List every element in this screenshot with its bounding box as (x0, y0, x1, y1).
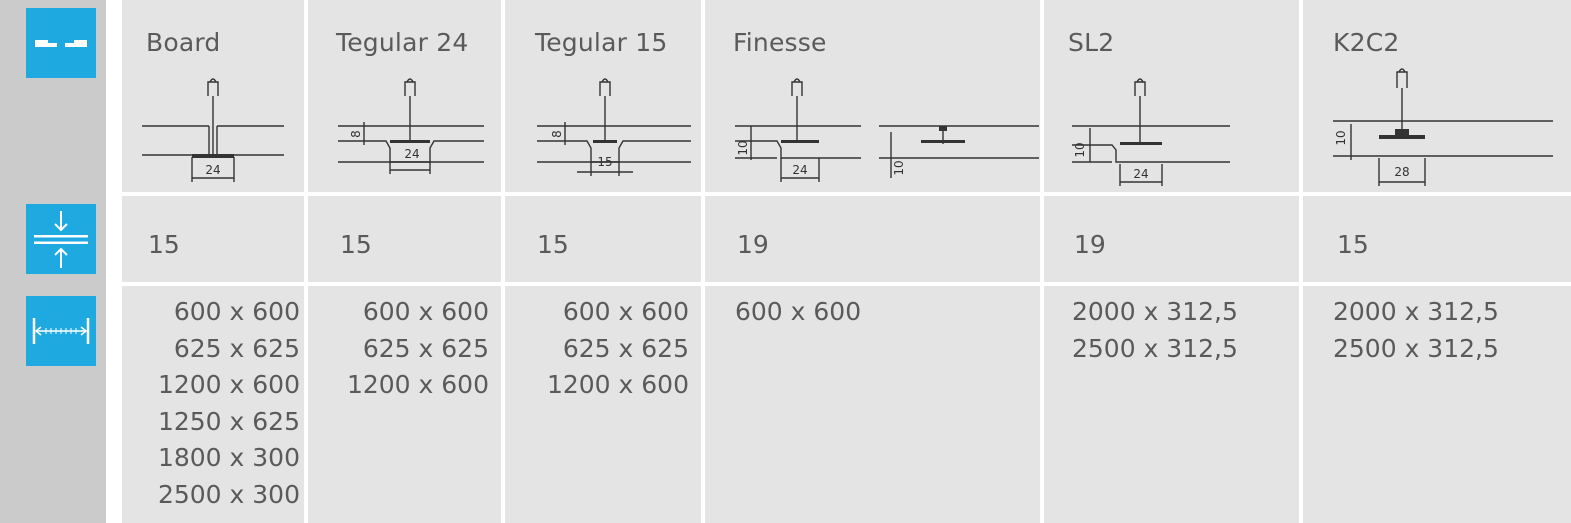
dimension-label: 24 (205, 163, 220, 177)
header-cell-sl2: SL2 24 10 (1044, 0, 1299, 192)
size-item: 600 x 600 (735, 297, 862, 326)
column-title: K2C2 (1333, 28, 1400, 57)
header-cell-finesse: Finesse 24 10 (705, 0, 1040, 192)
sl2-edge-diagram: 24 10 (1072, 78, 1230, 186)
size-item: 2000 x 312,5 (1072, 297, 1238, 326)
dimension-label: 8 (349, 130, 363, 138)
thickness-cell: 15 (505, 196, 701, 282)
edge-profile-icon (26, 8, 96, 78)
header-cell-tegular-15: Tegular 15 15 8 (505, 0, 701, 192)
k2c2-edge-diagram: 28 10 (1333, 68, 1553, 186)
thickness-value: 19 (1074, 230, 1106, 259)
thickness-value: 15 (537, 230, 569, 259)
icon-column (0, 0, 106, 523)
sizes-list: 2000 x 312,5 2500 x 312,5 (1333, 294, 1499, 367)
dimension-label: 10 (892, 160, 906, 175)
dimension-label: 10 (1334, 130, 1348, 145)
sizes-cell-k2c2: 2000 x 312,5 2500 x 312,5 (1303, 286, 1571, 523)
thickness-value: 15 (148, 230, 180, 259)
sizes-list: 2000 x 312,5 2500 x 312,5 (1072, 294, 1238, 367)
sizes-list: 600 x 600 (735, 294, 861, 331)
dimension-label: 24 (1133, 167, 1148, 181)
size-item: 1250 x 625 (157, 406, 300, 436)
thickness-cell: 15 (1303, 196, 1571, 282)
size-item: 2500 x 312,5 (1333, 333, 1499, 363)
board-edge-diagram: 24 (142, 78, 284, 182)
dimension-label: 24 (792, 163, 807, 177)
tegular-15-edge-diagram: 15 8 (537, 78, 691, 176)
dimension-label: 10 (1073, 142, 1087, 157)
size-item: 625 x 625 (173, 333, 300, 363)
size-item: 625 x 625 (562, 333, 689, 363)
dimension-label: 24 (404, 147, 419, 161)
sizes-cell-tegular-15: 600 x 600 625 x 625 1200 x 600 (505, 286, 701, 523)
size-item: 1200 x 600 (157, 370, 300, 400)
sizes-list: 600 x 600 625 x 625 1200 x 600 (347, 294, 489, 404)
size-item: 1800 x 300 (157, 443, 300, 473)
column-title: Tegular 15 (535, 28, 668, 57)
size-item: 1200 x 600 (346, 370, 489, 400)
dimension-label: 15 (597, 155, 612, 169)
sizes-list: 600 x 600 625 x 625 1200 x 600 1250 x 62… (158, 294, 300, 514)
column-title: SL2 (1068, 28, 1115, 57)
thickness-icon (26, 204, 96, 274)
thickness-value: 19 (737, 230, 769, 259)
size-item: 1200 x 600 (546, 370, 689, 400)
sizes-cell-sl2: 2000 x 312,5 2500 x 312,5 (1044, 286, 1299, 523)
size-item: 2500 x 300 (157, 479, 300, 509)
sizes-cell-finesse: 600 x 600 (705, 286, 1040, 523)
sizes-list: 600 x 600 625 x 625 1200 x 600 (547, 294, 689, 404)
dimension-label: 8 (550, 130, 564, 138)
size-item: 625 x 625 (362, 333, 489, 363)
thickness-value: 15 (1337, 230, 1369, 259)
tegular-24-edge-diagram: 24 8 (338, 78, 484, 174)
size-item: 2500 x 312,5 (1072, 333, 1238, 363)
size-item: 600 x 600 (362, 297, 489, 326)
thickness-value: 15 (340, 230, 372, 259)
header-cell-board: Board 24 (122, 0, 304, 192)
thickness-cell: 19 (705, 196, 1040, 282)
finesse-edge-diagram: 24 10 10 (735, 78, 1039, 182)
column-title: Finesse (733, 28, 827, 57)
dimensions-icon (26, 296, 96, 366)
size-item: 600 x 600 (562, 297, 689, 326)
column-title: Board (146, 28, 221, 57)
header-cell-tegular-24: Tegular 24 24 8 (308, 0, 501, 192)
header-cell-k2c2: K2C2 28 10 (1303, 0, 1571, 192)
sizes-cell-board: 600 x 600 625 x 625 1200 x 600 1250 x 62… (122, 286, 304, 523)
sizes-cell-tegular-24: 600 x 600 625 x 625 1200 x 600 (308, 286, 501, 523)
column-title: Tegular 24 (336, 28, 469, 57)
size-item: 600 x 600 (173, 297, 300, 326)
dimension-label: 10 (736, 140, 750, 155)
dimension-label: 28 (1394, 165, 1409, 179)
thickness-cell: 15 (308, 196, 501, 282)
size-item: 2000 x 312,5 (1333, 297, 1499, 326)
thickness-cell: 19 (1044, 196, 1299, 282)
thickness-cell: 15 (122, 196, 304, 282)
